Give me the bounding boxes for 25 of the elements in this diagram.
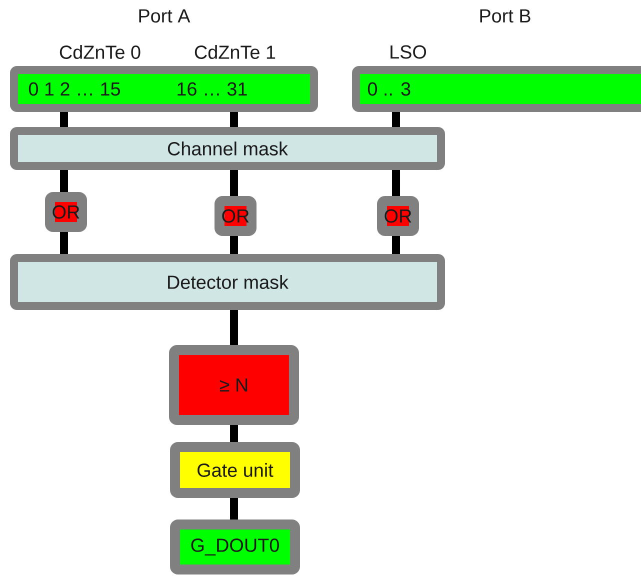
connector-line (392, 112, 400, 127)
connector-line (230, 112, 238, 127)
connector-line (392, 170, 400, 196)
output-box: G_DOUT0 (170, 520, 300, 574)
connector-line (230, 498, 238, 520)
connector-line (392, 236, 400, 254)
mask-box: Channel mask (10, 127, 445, 170)
mask-box: Detector mask (10, 254, 445, 310)
connector-line (230, 425, 238, 442)
connector-line (230, 170, 238, 196)
channel-numbers: 16 … 31 (178, 82, 247, 96)
threshold-box: ≥ N (169, 345, 299, 425)
connector-line (230, 310, 238, 345)
port-label: Port B (480, 9, 530, 23)
detector-label: LSO (390, 45, 426, 59)
port-label: Port A (139, 9, 190, 23)
connector-line (60, 112, 68, 127)
detector-label: CdZnTe 0 (60, 45, 140, 59)
connector-line (230, 236, 238, 254)
detector-label: CdZnTe 1 (194, 45, 276, 59)
connector-line (60, 232, 68, 254)
gate-box: Gate unit (170, 442, 300, 498)
channel-numbers: 0 .. 3 (368, 82, 410, 96)
connector-line (60, 170, 68, 192)
channel-numbers: 0 1 2 … 15 (28, 82, 120, 96)
